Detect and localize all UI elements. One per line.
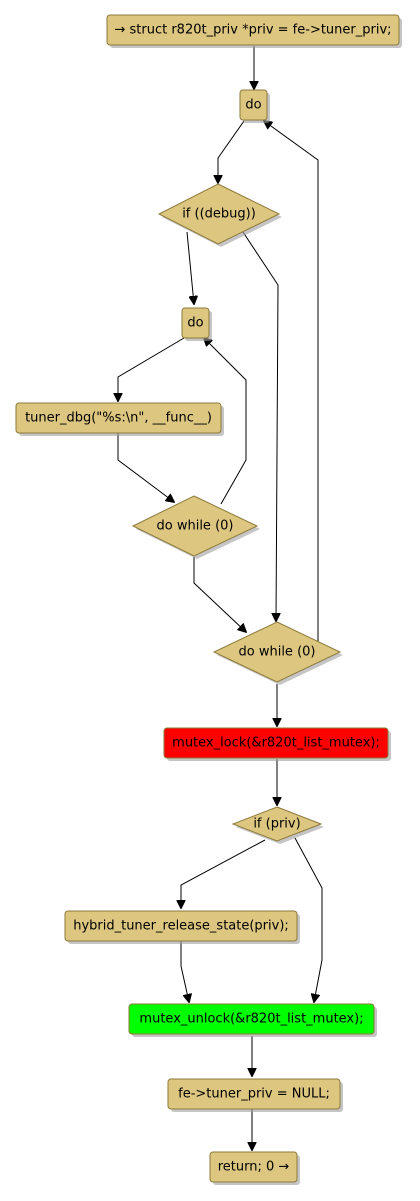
edge-if-debug-to-while-outer bbox=[242, 231, 278, 621]
do-outer-label: do bbox=[245, 98, 261, 113]
edges bbox=[117, 46, 323, 1150]
mutex-unlock-box bbox=[128, 1003, 375, 1035]
edge-release-to-mutex-unlock bbox=[180, 941, 189, 1002]
while-outer-label: do while (0) bbox=[239, 645, 316, 660]
return-label: return; 0 → bbox=[218, 1160, 290, 1175]
edge-do-inner-to-tuner-dbg bbox=[118, 337, 185, 401]
if-debug-node: if ((debug)) bbox=[157, 183, 282, 247]
while-outer-diamond bbox=[212, 621, 342, 683]
while-inner-node: do while (0) bbox=[131, 495, 260, 559]
null-assign-node: fe->tuner_priv = NULL; bbox=[167, 1078, 343, 1112]
entry-box bbox=[106, 14, 400, 46]
edge-if-debug-to-do-inner bbox=[186, 231, 194, 304]
if-debug-label: if ((debug)) bbox=[182, 207, 256, 222]
if-debug-diamond bbox=[157, 183, 281, 245]
mutex-lock-box bbox=[163, 727, 389, 759]
do-outer-box bbox=[239, 89, 268, 121]
entry-node: → struct r820t_priv *priv = fe->tuner_pr… bbox=[106, 14, 402, 48]
mutex-lock-label: mutex_lock(&r820t_list_mutex); bbox=[172, 736, 380, 751]
edge-do-outer-to-if-debug bbox=[218, 120, 245, 183]
edge-while-inner-to-while-outer bbox=[193, 557, 246, 632]
mutex-lock-node: mutex_lock(&r820t_list_mutex); bbox=[163, 727, 391, 761]
mutex-unlock-label: mutex_unlock(&r820t_list_mutex); bbox=[139, 1012, 363, 1027]
edge-while-outer-loop-back bbox=[264, 121, 319, 642]
edge-tuner-dbg-to-while-inner bbox=[117, 433, 174, 502]
do-inner-label: do bbox=[187, 316, 203, 331]
null-assign-label: fe->tuner_priv = NULL; bbox=[178, 1087, 330, 1102]
while-inner-diamond bbox=[131, 495, 259, 557]
edge-if-priv-to-release bbox=[181, 839, 266, 908]
edge-while-inner-loop-back bbox=[204, 338, 247, 505]
tuner-dbg-label: tuner_dbg("%s:\n", __func__) bbox=[25, 411, 212, 426]
edge-if-priv-to-mutex-unlock bbox=[294, 837, 323, 1002]
return-node: return; 0 → bbox=[209, 1151, 300, 1185]
if-priv-label: if (priv) bbox=[253, 817, 300, 832]
do-inner-box bbox=[181, 307, 210, 339]
entry-label: → struct r820t_priv *priv = fe->tuner_pr… bbox=[114, 23, 391, 38]
return-box bbox=[209, 1151, 298, 1183]
release-node: hybrid_tuner_release_state(priv); bbox=[64, 910, 300, 944]
while-inner-label: do while (0) bbox=[157, 519, 234, 534]
do-outer-node: do bbox=[239, 89, 270, 123]
tuner-dbg-box bbox=[15, 402, 222, 434]
do-inner-node: do bbox=[181, 307, 212, 341]
if-priv-node: if (priv) bbox=[231, 806, 324, 844]
release-box bbox=[64, 910, 298, 942]
null-assign-box bbox=[167, 1078, 341, 1110]
tuner-dbg-node: tuner_dbg("%s:\n", __func__) bbox=[15, 402, 224, 436]
mutex-unlock-node: mutex_unlock(&r820t_list_mutex); bbox=[128, 1003, 377, 1037]
while-outer-node: do while (0) bbox=[212, 621, 343, 685]
release-label: hybrid_tuner_release_state(priv); bbox=[73, 919, 289, 934]
if-priv-diamond bbox=[231, 806, 323, 842]
